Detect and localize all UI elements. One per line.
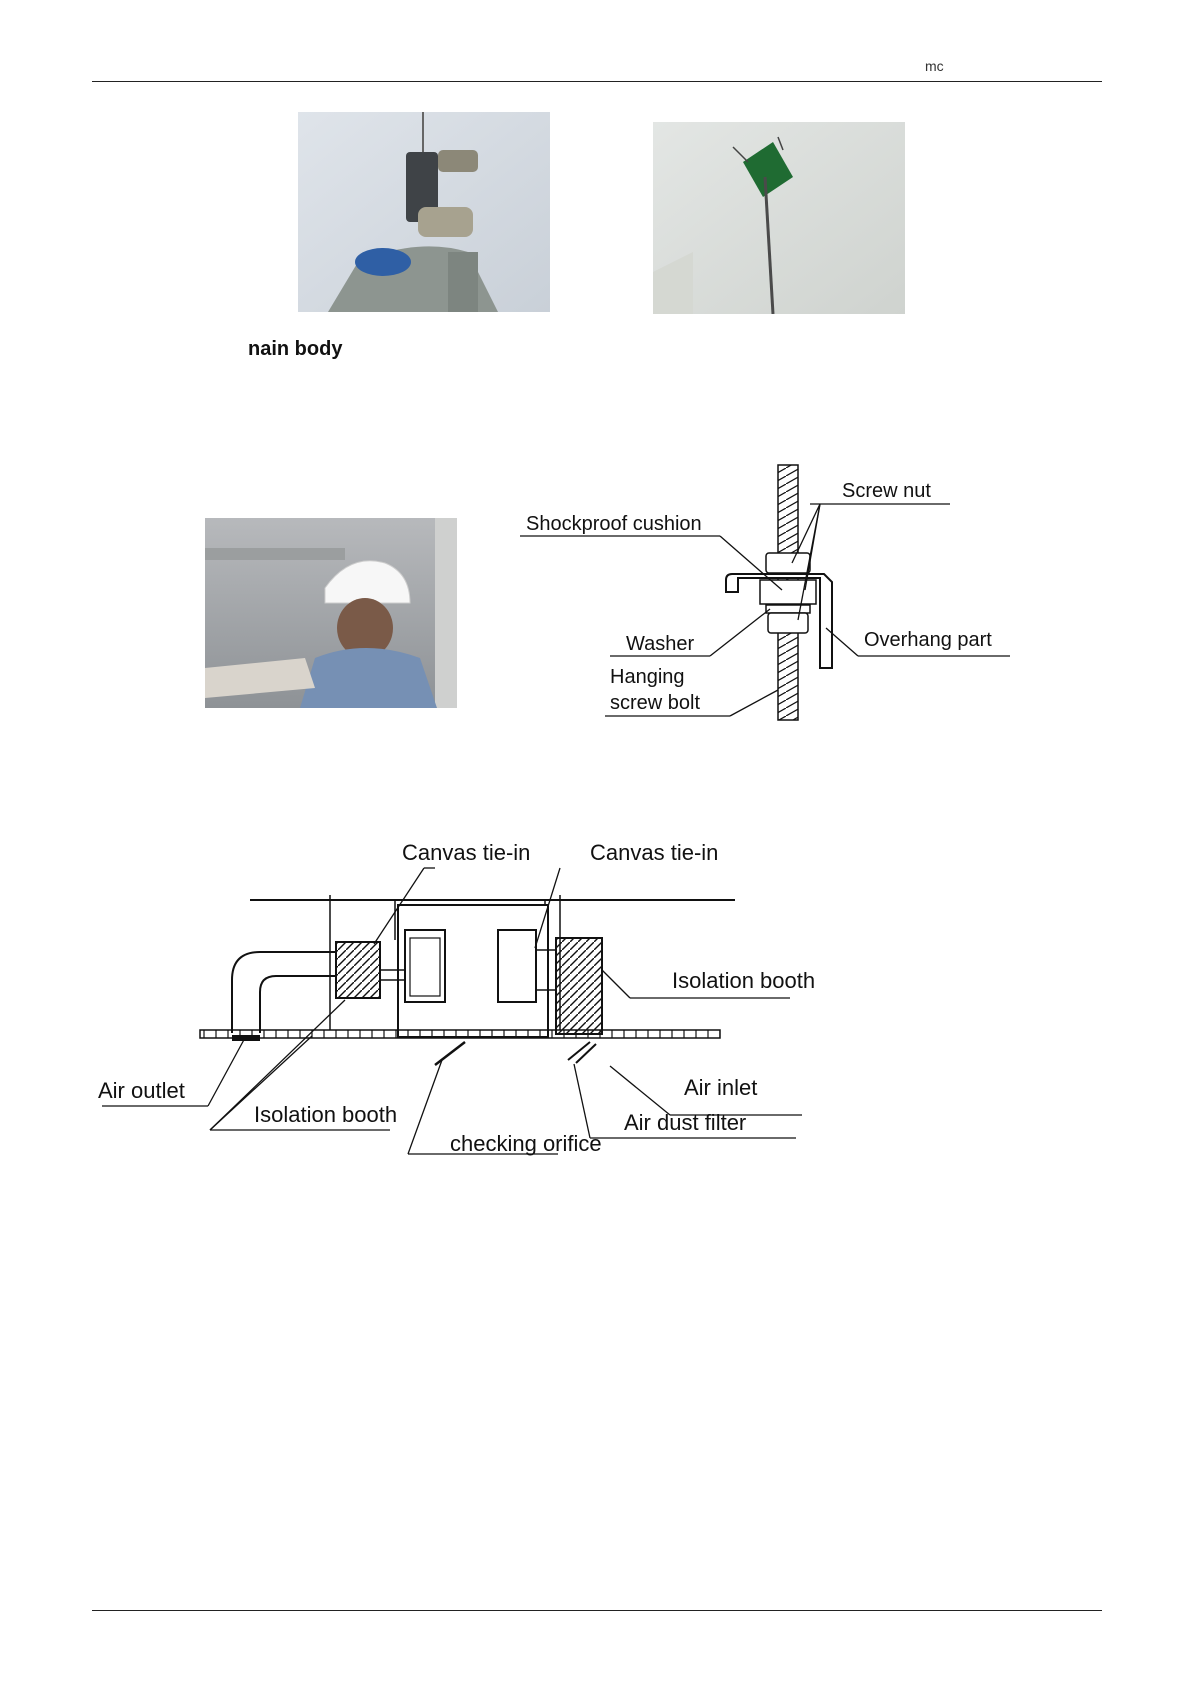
label-shockproof-cushion: Shockproof cushion: [526, 513, 702, 535]
air-outlet-vent: [232, 1035, 260, 1041]
shockproof-cushion: [760, 580, 816, 604]
air-inlet-grille: [568, 1042, 590, 1060]
label-screw-nut: Screw nut: [842, 480, 931, 502]
photo-ceiling-anchor: [653, 122, 905, 314]
label-screw-bolt: screw bolt: [610, 692, 700, 714]
false-ceiling: [200, 1030, 720, 1038]
hanger-diagram: Screw nut Shockproof cushion Washer Over…: [520, 460, 1020, 730]
label-checking-orifice: checking orifice: [450, 1131, 602, 1156]
label-hanging: Hanging: [610, 666, 685, 688]
label-canvas-tie-in-left: Canvas tie-in: [402, 840, 530, 865]
label-air-outlet: Air outlet: [98, 1078, 185, 1103]
screw-nut-top: [766, 553, 810, 573]
section-heading: nain body: [248, 338, 342, 361]
footer-rule: [92, 1610, 1102, 1611]
washer: [766, 605, 810, 613]
label-air-dust-filter: Air dust filter: [624, 1110, 746, 1135]
header-rule: [92, 81, 1102, 82]
label-isolation-booth-right: Isolation booth: [672, 968, 815, 993]
label-isolation-booth-left: Isolation booth: [254, 1102, 397, 1127]
screw-nut-bottom: [768, 613, 808, 633]
label-overhang-part: Overhang part: [864, 629, 992, 651]
header-fragment: mc: [925, 58, 944, 74]
checking-orifice-door: [435, 1042, 465, 1065]
label-air-inlet: Air inlet: [684, 1075, 757, 1100]
photo-worker-leveling: [205, 518, 457, 708]
isolation-booth-left: [336, 942, 380, 998]
label-washer: Washer: [626, 633, 695, 655]
duct-diagram: Canvas tie-in Canvas tie-in Isolation bo…: [90, 830, 850, 1175]
label-canvas-tie-in-right: Canvas tie-in: [590, 840, 718, 865]
isolation-booth-right: [556, 938, 602, 1034]
photo-drilling-ceiling: [298, 112, 550, 312]
